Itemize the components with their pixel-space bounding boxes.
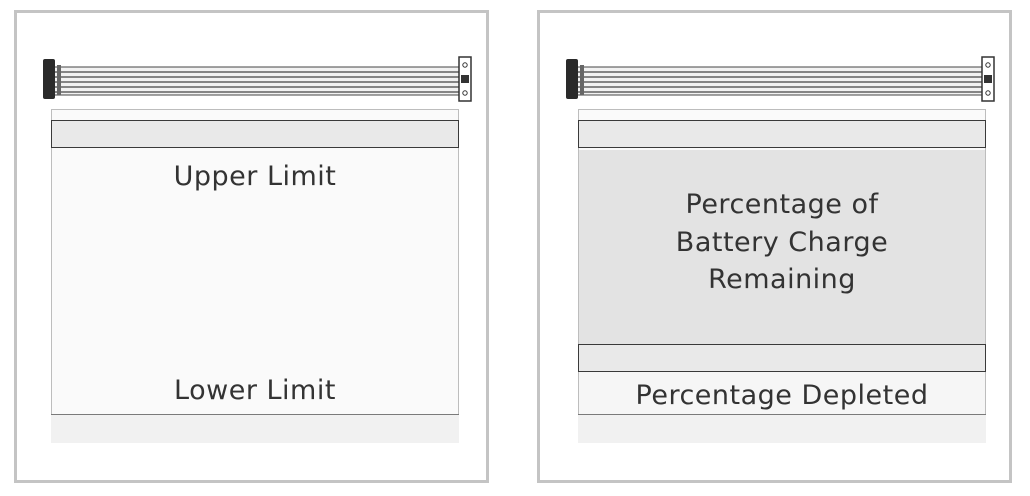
roller-tube-icon <box>566 56 995 102</box>
battery-depleted-area <box>579 372 985 414</box>
roller-tube-icon <box>43 56 472 102</box>
percentage-depleted-label: Percentage Depleted <box>635 380 929 411</box>
top-hem-bar <box>51 120 459 148</box>
charge-label-line-2: Battery Charge <box>675 227 889 258</box>
battery-diagram-panel: Percentage of Battery Charge Remaining P… <box>537 10 1012 483</box>
charge-label-line-1: Percentage of <box>685 189 879 220</box>
lower-limit-label: Lower Limit <box>174 375 336 406</box>
battery-charge-area <box>579 150 985 344</box>
shade-fabric: Percentage of Battery Charge Remaining P… <box>578 109 986 443</box>
bottom-rail <box>51 414 459 443</box>
charge-label-line-3: Remaining <box>708 264 856 295</box>
shade-fabric: Upper Limit Lower Limit <box>51 109 459 443</box>
charge-level-bar <box>578 344 986 372</box>
limits-diagram-panel: Upper Limit Lower Limit <box>14 10 489 483</box>
upper-limit-label: Upper Limit <box>173 161 337 192</box>
top-hem-bar <box>578 120 986 148</box>
bottom-rail <box>578 414 986 443</box>
